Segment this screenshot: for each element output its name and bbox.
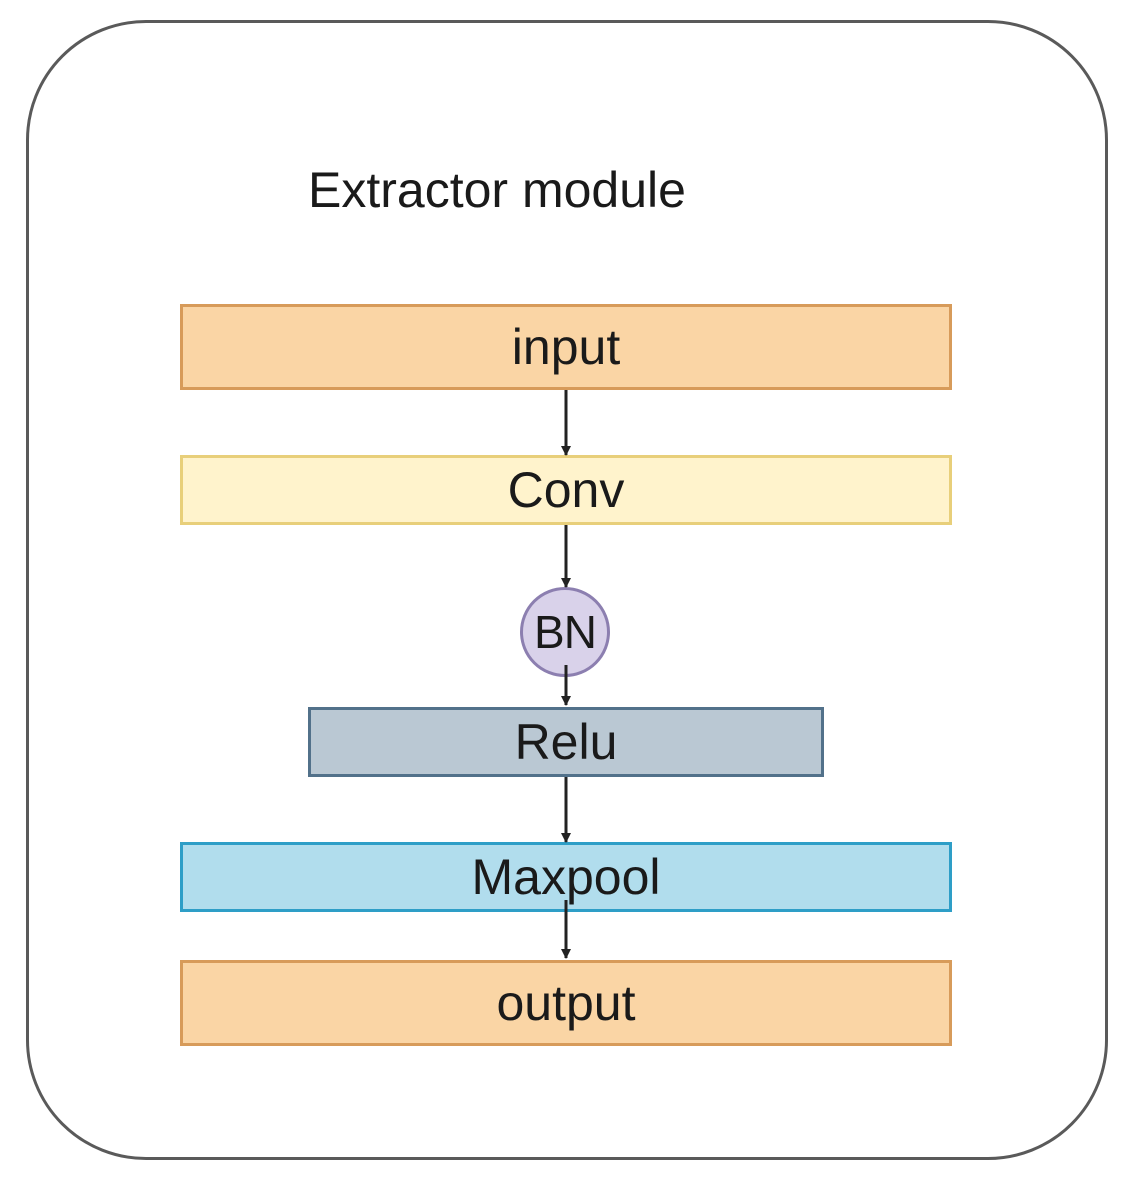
node-input: input [180, 304, 952, 390]
node-input-label: input [511, 319, 621, 375]
diagram-title: Extractor module [308, 162, 686, 218]
node-bn-label: BN [534, 606, 597, 658]
node-maxpool-label: Maxpool [471, 849, 661, 905]
node-conv: Conv [180, 455, 952, 525]
node-conv-label: Conv [507, 462, 625, 518]
node-maxpool: Maxpool [180, 842, 952, 912]
node-output: output [180, 960, 952, 1046]
node-relu-label: Relu [514, 714, 618, 770]
node-output-label: output [496, 975, 636, 1031]
node-relu: Relu [308, 707, 824, 777]
node-bn: BN [520, 587, 610, 677]
